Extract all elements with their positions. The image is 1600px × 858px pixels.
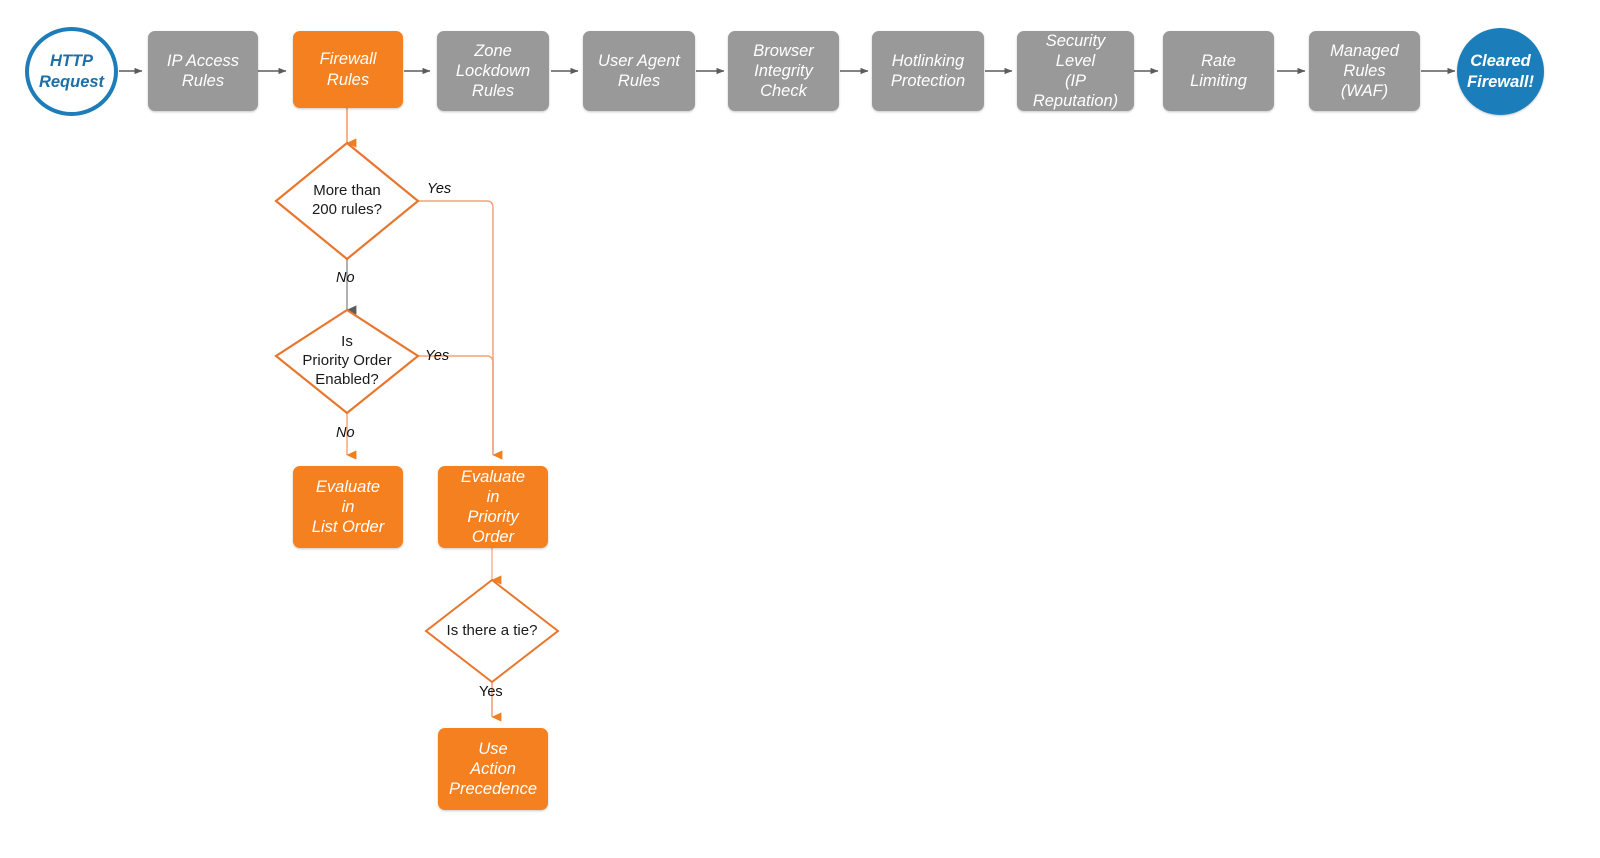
edge-label-d2-yes: Yes bbox=[425, 348, 450, 364]
node-managed-rules-waf-label: Managed Rules (WAF) bbox=[1330, 41, 1399, 101]
decision-is-priority-order-enabled-label: Is Priority Order Enabled? bbox=[302, 333, 392, 388]
node-zone-lockdown-rules[interactable]: Zone Lockdown Rules bbox=[437, 31, 549, 111]
edge-label-d2-no: No bbox=[336, 425, 355, 441]
node-user-agent-rules-label: User Agent Rules bbox=[598, 51, 680, 90]
decision-is-there-a-tie[interactable]: Is there a tie? bbox=[426, 580, 558, 682]
node-rate-limiting-label: Rate Limiting bbox=[1190, 51, 1247, 90]
node-use-action-precedence-label: Use Action Precedence bbox=[448, 739, 538, 799]
node-cleared-firewall[interactable]: Cleared Firewall! bbox=[1457, 28, 1544, 115]
edge-label-d3-yes: Yes bbox=[479, 684, 503, 700]
node-user-agent-rules[interactable]: User Agent Rules bbox=[583, 31, 695, 111]
node-ip-access-rules[interactable]: IP Access Rules bbox=[148, 31, 258, 111]
node-firewall-rules-label: Firewall Rules bbox=[319, 50, 377, 89]
node-use-action-precedence[interactable]: Use Action Precedence bbox=[438, 728, 548, 810]
node-security-level[interactable]: Security Level (IP Reputation) bbox=[1017, 31, 1134, 111]
node-evaluate-list-order[interactable]: Evaluate in List Order bbox=[293, 466, 403, 548]
decision-is-priority-order-enabled[interactable]: Is Priority Order Enabled? bbox=[276, 310, 418, 413]
node-evaluate-priority-order-label: Evaluate in Priority Order bbox=[460, 467, 526, 547]
node-cleared-firewall-label: Cleared Firewall! bbox=[1467, 52, 1534, 91]
node-zone-lockdown-rules-label: Zone Lockdown Rules bbox=[455, 41, 531, 101]
edge-label-d1-yes: Yes bbox=[427, 181, 452, 197]
node-hotlinking-protection-label: Hotlinking Protection bbox=[890, 51, 966, 90]
node-hotlinking-protection[interactable]: Hotlinking Protection bbox=[872, 31, 984, 111]
node-ip-access-rules-label: IP Access Rules bbox=[166, 51, 240, 90]
decision-is-there-a-tie-label: Is there a tie? bbox=[446, 621, 538, 639]
node-browser-integrity-check-label: Browser Integrity Check bbox=[753, 41, 814, 101]
node-evaluate-list-order-label: Evaluate in List Order bbox=[311, 477, 385, 537]
node-rate-limiting[interactable]: Rate Limiting bbox=[1163, 31, 1274, 111]
decision-more-than-200-rules[interactable]: More than 200 rules? bbox=[276, 143, 418, 259]
node-http-request[interactable]: HTTP Request bbox=[25, 27, 118, 116]
node-browser-integrity-check[interactable]: Browser Integrity Check bbox=[728, 31, 839, 111]
edge-label-d1-no: No bbox=[336, 270, 355, 286]
decision-more-than-200-rules-label: More than 200 rules? bbox=[311, 182, 383, 218]
node-firewall-rules[interactable]: Firewall Rules bbox=[293, 31, 403, 108]
node-managed-rules-waf[interactable]: Managed Rules (WAF) bbox=[1309, 31, 1420, 111]
node-http-request-label: HTTP Request bbox=[38, 52, 105, 91]
node-security-level-label: Security Level (IP Reputation) bbox=[1032, 31, 1119, 111]
node-evaluate-priority-order[interactable]: Evaluate in Priority Order bbox=[438, 466, 548, 548]
